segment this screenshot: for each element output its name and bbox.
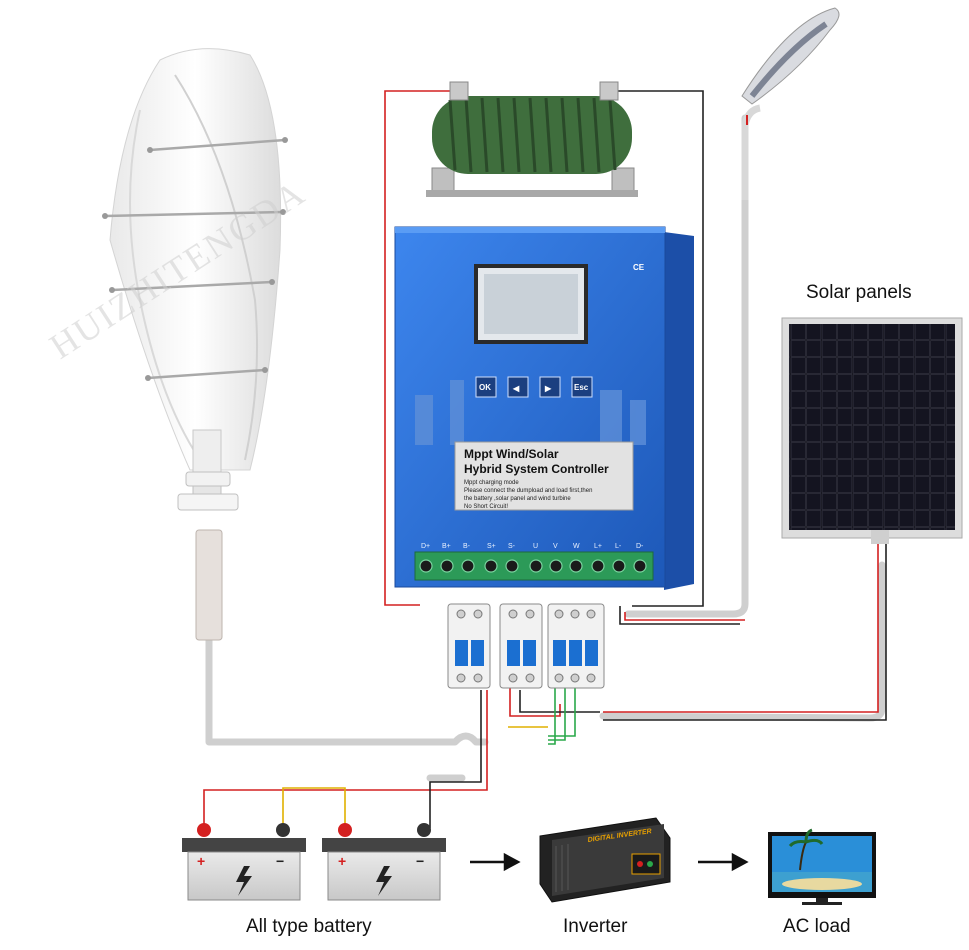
controller-title-line2: Hybrid System Controller — [464, 462, 609, 476]
hybrid-controller: CE OK ◀ ▶ Esc Mppt Wind/Solar Hybrid Sys… — [394, 226, 694, 590]
terminal-label: D+ — [421, 543, 430, 550]
terminal-label: L+ — [594, 543, 602, 550]
controller-note-line4: No Short Circuit! — [464, 504, 508, 510]
gray-cables — [205, 114, 886, 782]
street-lamp — [741, 7, 840, 200]
tv-ac-load — [768, 828, 876, 905]
inverter-label: Inverter — [563, 916, 628, 937]
controller-buttons: OK ◀ ▶ Esc — [475, 376, 593, 398]
terminal-label: L- — [615, 543, 622, 550]
ac-load-label: AC load — [783, 916, 851, 937]
svg-text:−: − — [276, 853, 284, 869]
terminal-label: U — [533, 543, 538, 550]
terminal-label: V — [553, 543, 558, 550]
battery-right: + − — [322, 823, 446, 901]
svg-text:+: + — [338, 853, 346, 869]
circuit-breakers — [447, 603, 605, 689]
button-ok: OK — [479, 383, 491, 392]
button-esc: Esc — [574, 383, 589, 392]
svg-text:−: − — [416, 853, 424, 869]
button-right: ▶ — [544, 384, 552, 393]
terminal-labels: D+ B+ B- S+ S- U V W L+ L- D- — [421, 543, 644, 550]
flow-arrows — [470, 852, 749, 872]
solar-panel — [781, 317, 963, 544]
battery-label: All type battery — [246, 916, 372, 937]
battery-left: + − — [182, 823, 306, 901]
turbine-cable-sleeve — [195, 529, 223, 641]
controller-note-line3: the battery ,solar panel and wind turbin… — [464, 496, 571, 502]
terminal-label: W — [573, 543, 580, 550]
terminal-label: B+ — [442, 543, 451, 550]
ce-mark: CE — [633, 263, 645, 272]
controller-note-line1: Mppt charging mode — [464, 480, 519, 486]
wind-turbine — [102, 48, 288, 511]
terminal-label: D- — [636, 543, 644, 550]
lightning-icon — [236, 866, 252, 896]
button-left: ◀ — [512, 384, 520, 393]
controller-note-line2: Please connect the dumpload and load fir… — [464, 488, 592, 494]
terminal-label: S+ — [487, 543, 496, 550]
svg-text:+: + — [197, 853, 205, 869]
inverter-device: DIGITAL INVERTER — [539, 817, 671, 903]
solar-panels-label: Solar panels — [806, 282, 912, 303]
terminal-label: S- — [508, 543, 516, 550]
terminal-label: B- — [463, 543, 471, 550]
controller-wiring — [203, 90, 887, 828]
lightning-icon — [376, 866, 392, 896]
controller-title-line1: Mppt Wind/Solar — [464, 447, 559, 461]
dump-load-resistor — [426, 81, 638, 197]
